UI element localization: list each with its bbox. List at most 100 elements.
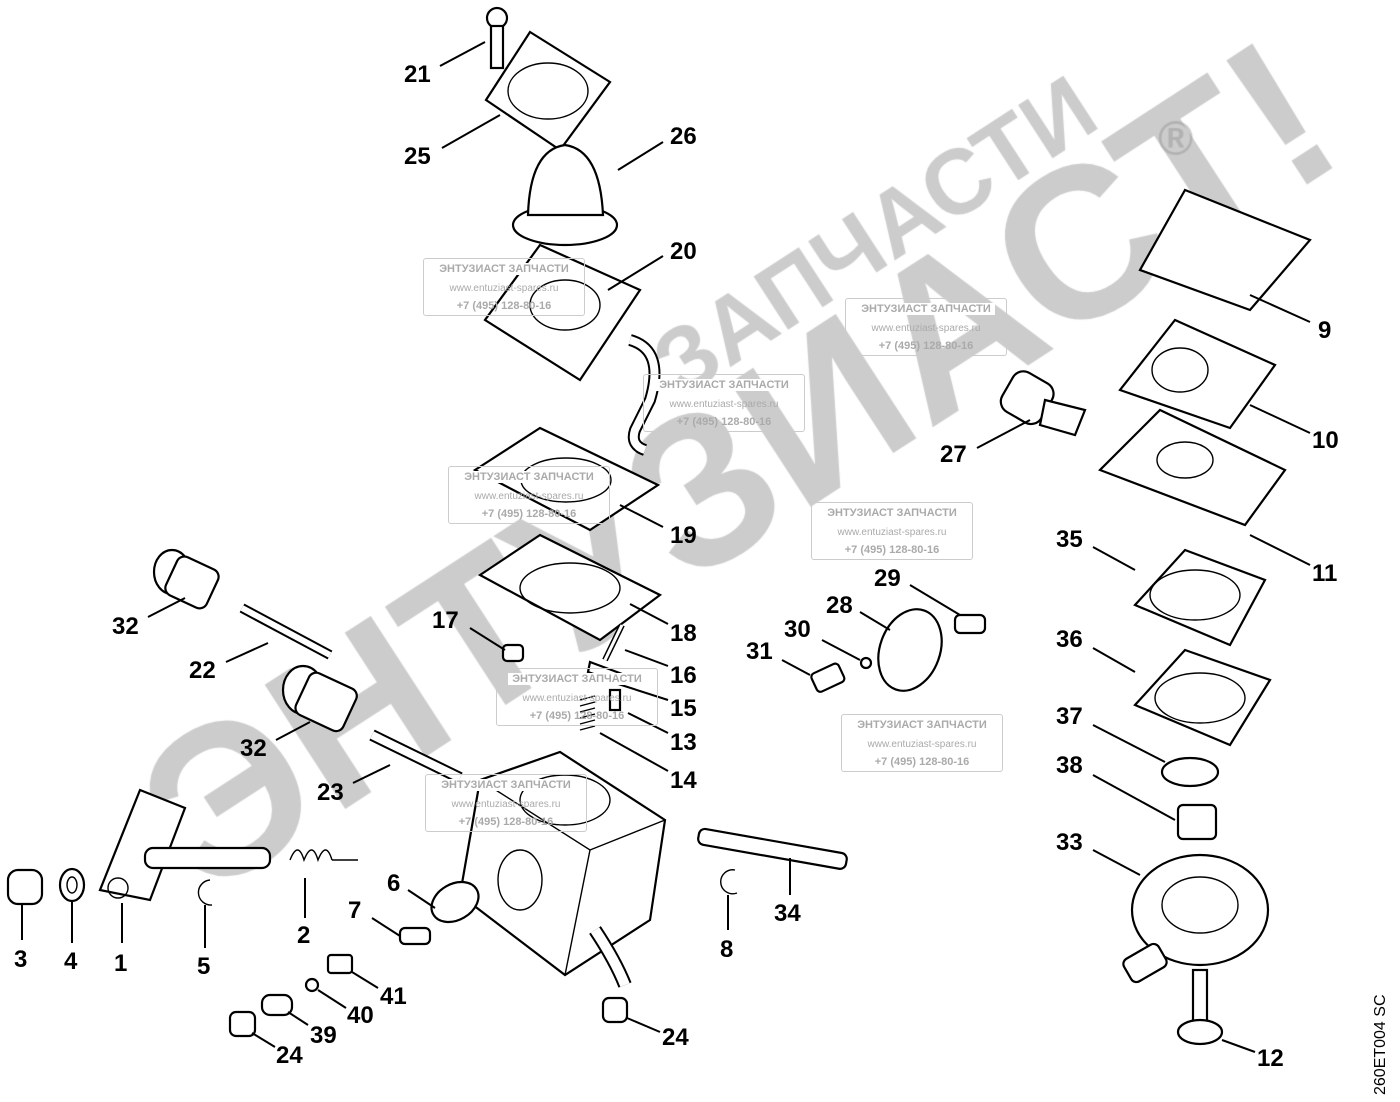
watermark-box: ЭНТУЗИАСТ ЗАПЧАСТИ www.entuziast-spares.… [448, 466, 610, 524]
callout-12: 12 [1257, 1045, 1284, 1072]
part-screen-24a [228, 1010, 257, 1038]
part-cap-32b [281, 664, 358, 733]
watermark-box-url: www.entuziast-spares.ru [867, 739, 977, 750]
watermark-box-phone: +7 (495) 128-80-16 [481, 508, 577, 520]
watermark-box-phone: +7 (495) 128-80-16 [456, 300, 552, 312]
callout-16: 16 [670, 662, 697, 689]
part-idle-screw-27 [999, 370, 1087, 437]
watermark-box-url: www.entuziast-spares.ru [871, 323, 981, 334]
watermark-box-title: ЭНТУЗИАСТ ЗАПЧАСТИ [460, 471, 598, 483]
callout-25: 25 [404, 143, 431, 170]
callout-27: 27 [940, 441, 967, 468]
callout-18: 18 [670, 620, 697, 647]
callout-37: 37 [1056, 703, 1083, 730]
watermark-box: ЭНТУЗИАСТ ЗАПЧАСТИ www.entuziast-spares.… [811, 502, 973, 560]
callout-33: 33 [1056, 829, 1083, 856]
part-disc-37 [1160, 756, 1220, 788]
callout-8: 8 [720, 936, 733, 963]
part-screw-21 [485, 6, 509, 70]
part-primer-bulb-26 [511, 143, 619, 247]
part-spring-2 [289, 849, 358, 863]
callout-31: 31 [746, 638, 773, 665]
part-spring-41 [326, 953, 354, 975]
part-spring-14 [579, 695, 596, 731]
watermark-box-title: ЭНТУЗИАСТ ЗАПЧАСТИ [857, 303, 995, 315]
callout-15: 15 [670, 695, 697, 722]
watermark-box-phone: +7 (495) 128-80-16 [844, 544, 940, 556]
watermark-box-url: www.entuziast-spares.ru [449, 283, 559, 294]
part-nut-3 [6, 868, 44, 906]
callout-24b: 24 [662, 1024, 689, 1051]
watermark-box-title: ЭНТУЗИАСТ ЗАПЧАСТИ [437, 779, 575, 791]
part-sleeve-39 [260, 993, 294, 1017]
callout-34: 34 [774, 900, 801, 927]
watermark-box-phone: +7 (495) 128-80-16 [676, 416, 772, 428]
part-pin-16 [602, 623, 625, 662]
part-gasket-10 [1118, 318, 1277, 430]
watermark-box-title: ЭНТУЗИАСТ ЗАПЧАСТИ [853, 719, 991, 731]
watermark-box: ЭНТУЗИАСТ ЗАПЧАСТИ www.entuziast-spares.… [643, 374, 805, 432]
callout-4: 4 [64, 948, 78, 975]
part-screw-23 [369, 729, 463, 784]
part-ball-30 [859, 656, 873, 670]
watermark-box-phone: +7 (495) 128-80-16 [878, 340, 974, 352]
part-ring-40 [304, 977, 320, 993]
callout-6: 6 [387, 870, 400, 897]
callout-5: 5 [197, 953, 210, 980]
part-valve-6 [430, 880, 480, 924]
callout-9: 9 [1318, 317, 1331, 344]
callout-3: 3 [14, 946, 27, 973]
part-needle-13 [608, 688, 622, 712]
watermark-box-phone: +7 (495) 128-80-16 [458, 816, 554, 828]
part-cover-25 [484, 30, 612, 152]
part-screen-24b [601, 996, 629, 1024]
watermark-box-phone: +7 (495) 128-80-16 [529, 710, 625, 722]
watermark-box: ЭНТУЗИАСТ ЗАПЧАСТИ www.entuziast-spares.… [425, 774, 587, 832]
callout-19: 19 [670, 522, 697, 549]
callout-35: 35 [1056, 526, 1083, 553]
part-washer-4 [58, 867, 86, 903]
part-clip-8 [720, 869, 738, 895]
part-gasket-35 [1133, 548, 1267, 647]
callout-30: 30 [784, 616, 811, 643]
watermark-box: ЭНТУЗИАСТ ЗАПЧАСТИ www.entuziast-spares.… [841, 714, 1003, 772]
part-housing-20 [483, 243, 661, 456]
part-diaphragm-18 [477, 533, 663, 642]
watermark-box-phone: +7 (495) 128-80-16 [874, 756, 970, 768]
callout-29: 29 [874, 565, 901, 592]
part-choke-shaft-34 [697, 827, 848, 870]
part-screw-22 [239, 603, 333, 660]
part-screw-29 [953, 613, 987, 635]
part-spring-38 [1176, 803, 1218, 841]
part-valve-28 [877, 608, 943, 692]
callout-11: 11 [1312, 560, 1337, 587]
part-screw-17 [501, 643, 525, 663]
part-throttle-shaft-1 [98, 788, 272, 902]
callout-40: 40 [347, 1002, 374, 1029]
part-cap-32a [152, 548, 220, 610]
callout-38: 38 [1056, 752, 1083, 779]
part-pump-body-11 [1098, 408, 1287, 527]
watermark-box-title: ЭНТУЗИАСТ ЗАПЧАСТИ [508, 673, 646, 685]
part-screw-12 [1176, 968, 1224, 1046]
part-spring-31 [810, 662, 846, 693]
callout-14: 14 [670, 767, 697, 794]
callout-23: 23 [317, 779, 344, 806]
callout-1: 1 [114, 950, 127, 977]
callout-13: 13 [670, 729, 697, 756]
watermark-box-url: www.entuziast-spares.ru [837, 527, 947, 538]
callout-7: 7 [348, 897, 361, 924]
part-gasket-9 [1138, 188, 1312, 312]
callout-26: 26 [670, 123, 697, 150]
watermark-box: ЭНТУЗИАСТ ЗАПЧАСТИ www.entuziast-spares.… [423, 258, 585, 316]
watermark-box-url: www.entuziast-spares.ru [474, 491, 584, 502]
callout-22: 22 [189, 657, 216, 684]
leader-lines [21, 41, 1311, 1053]
part-clip-5 [197, 879, 213, 906]
callout-32b: 32 [240, 735, 267, 762]
watermark-box: ЭНТУЗИАСТ ЗАПЧАСТИ www.entuziast-spares.… [496, 668, 658, 726]
parts [6, 6, 1312, 1046]
watermark-box: ЭНТУЗИАСТ ЗАПЧАСТИ www.entuziast-spares.… [845, 298, 1007, 356]
